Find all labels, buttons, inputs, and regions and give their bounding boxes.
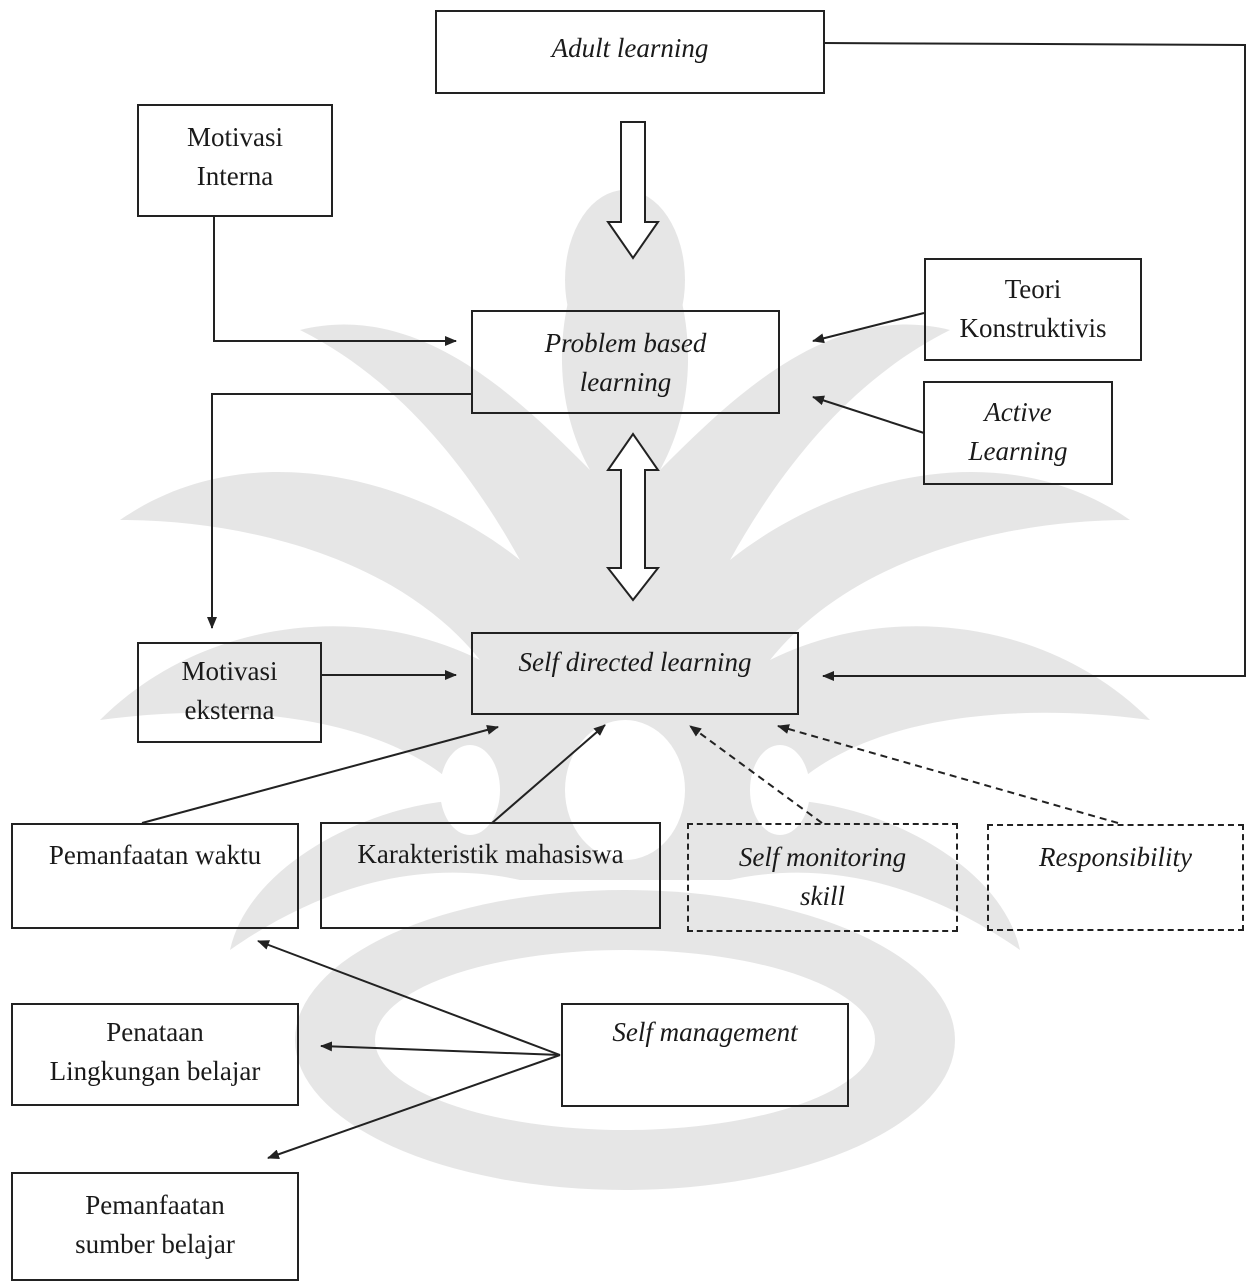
node-motivasi-interna-line-1: Motivasi [186, 122, 283, 152]
arrow-active-to-pbl [812, 395, 925, 434]
node-active-line-2: Learning [968, 436, 1068, 466]
node-teori-konstruktivis: Teori Konstruktivis [924, 258, 1142, 361]
arrow-management-to-waktu [257, 940, 561, 1056]
arrow-monitoring-to-sdl [689, 725, 823, 824]
arrow-teori-to-pbl [812, 312, 925, 344]
node-problem-based-learning: Problem based learning [471, 310, 780, 414]
node-pemanfaatan-waktu: Pemanfaatan waktu [11, 823, 299, 929]
node-penataan-line-1: Penataan [106, 1017, 204, 1047]
node-sdl-line-1: Self directed learning [518, 647, 752, 677]
arrow-pbl-to-eksterna [207, 393, 471, 629]
arrow-waktu-to-sdl [141, 725, 499, 824]
node-sumber-line-1: Pemanfaatan [85, 1190, 225, 1220]
arrow-responsibility-to-sdl [777, 724, 1119, 824]
node-penataan-lingkungan-belajar: Penataan Lingkungan belajar [11, 1003, 299, 1106]
node-penataan-line-2: Lingkungan belajar [49, 1056, 261, 1086]
node-teori-line-1: Teori [1004, 274, 1062, 304]
node-adult-learning: Adult learning [435, 10, 825, 94]
node-pemanfaatan-sumber-belajar: Pemanfaatan sumber belajar [11, 1172, 299, 1281]
arrow-management-to-sumber [267, 1054, 561, 1160]
node-self-monitoring-skill: Self monitoring skill [687, 823, 958, 932]
node-pbl-line-1: Problem based [544, 328, 707, 358]
node-waktu-line-1: Pemanfaatan waktu [48, 840, 262, 870]
block-arrow-double [605, 432, 661, 602]
node-motivasi-eksterna-line-2: eksterna [184, 695, 275, 725]
node-management-line-1: Self management [612, 1017, 798, 1047]
node-pbl-line-2: learning [579, 367, 672, 397]
node-teori-line-2: Konstruktivis [959, 313, 1107, 343]
arrow-karakteristik-to-sdl [491, 724, 606, 824]
arrow-management-to-penataan [320, 1041, 561, 1056]
node-active-learning: Active Learning [923, 381, 1113, 485]
node-adult-learning-line-1: Adult learning [551, 33, 709, 63]
node-responsibility: Responsibility [987, 824, 1244, 931]
node-self-management: Self management [561, 1003, 849, 1107]
node-motivasi-eksterna-line-1: Motivasi [181, 656, 278, 686]
node-karakteristik-line-1: Karakteristik mahasiswa [357, 839, 624, 869]
node-self-directed-learning: Self directed learning [471, 632, 799, 715]
arrow-interna-to-pbl [213, 217, 457, 346]
block-arrow-down [606, 121, 660, 260]
node-motivasi-eksterna: Motivasi eksterna [137, 642, 322, 743]
node-motivasi-interna-line-2: Interna [196, 161, 274, 191]
node-monitoring-line-1: Self monitoring [738, 842, 907, 872]
arrow-adult-to-sdl [822, 42, 1246, 681]
node-monitoring-line-2: skill [800, 881, 845, 911]
node-active-line-1: Active [984, 397, 1052, 427]
node-karakteristik-mahasiswa: Karakteristik mahasiswa [320, 822, 661, 929]
node-sumber-line-2: sumber belajar [75, 1229, 235, 1259]
node-motivasi-interna: Motivasi Interna [137, 104, 333, 217]
node-responsibility-line-1: Responsibility [1039, 842, 1192, 872]
